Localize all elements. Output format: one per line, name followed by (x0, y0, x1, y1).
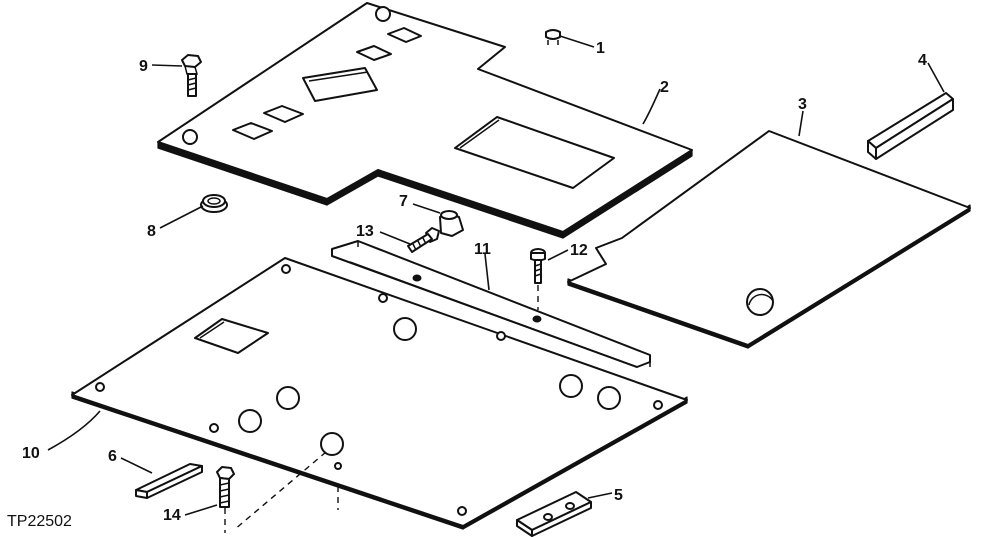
callout-5: 5 (614, 487, 623, 504)
callout-1: 1 (596, 40, 605, 57)
grommet-part (200, 194, 228, 213)
leader-lines (47, 35, 945, 516)
callout-8: 8 (147, 223, 156, 240)
bumper-part (439, 210, 464, 237)
callout-10: 10 (22, 445, 40, 462)
stud-part (216, 466, 235, 508)
upper-plate-part (157, 2, 693, 239)
callout-4: 4 (918, 52, 927, 69)
callout-9: 9 (139, 58, 148, 75)
callout-6: 6 (108, 448, 117, 465)
screw-part (407, 227, 440, 253)
callout-7: 7 (399, 193, 408, 210)
callout-13: 13 (356, 223, 374, 240)
callout-14: 14 (163, 507, 181, 524)
hex-bolt-part (181, 54, 202, 97)
angle-bracket-part (331, 240, 651, 368)
callout-12: 12 (570, 242, 588, 259)
cap-nut-part (545, 29, 561, 45)
side-plate-part (567, 130, 971, 349)
callout-11: 11 (474, 241, 491, 258)
callout-labels: 1 2 3 4 5 6 7 8 9 10 11 12 13 14 (22, 40, 927, 524)
callout-3: 3 (798, 96, 807, 113)
callout-2: 2 (660, 79, 669, 96)
alignment-lines (224, 285, 539, 533)
clip-plate-part (516, 491, 592, 537)
bolt-part (530, 248, 546, 284)
figure-id-label: TP22502 (7, 513, 72, 530)
strip-part (867, 92, 954, 160)
base-plate-part (71, 257, 688, 530)
plate-strip-part (135, 463, 203, 499)
